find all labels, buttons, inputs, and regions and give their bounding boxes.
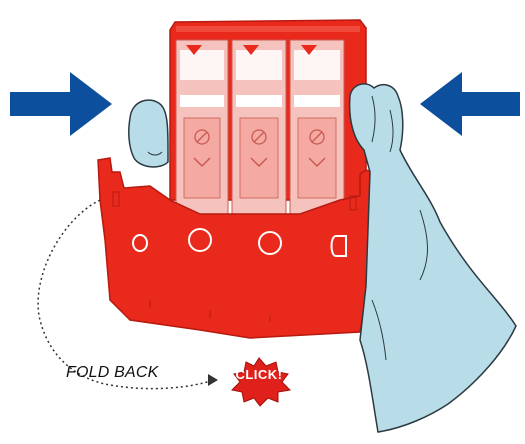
right-glove-hand <box>348 83 517 433</box>
cartridge-middle <box>231 39 287 221</box>
left-glove-thumb <box>128 99 169 168</box>
cartridge-right <box>289 39 345 221</box>
holder-front-flap <box>97 157 373 339</box>
left-press-arrow-icon <box>10 72 112 136</box>
click-starburst-icon <box>230 357 292 407</box>
fold-back-label: FOLD BACK <box>66 364 159 381</box>
fold-back-dotted-arrow <box>37 199 218 390</box>
right-press-arrow-icon <box>420 72 520 136</box>
cartridge-left <box>175 39 229 221</box>
click-label: CLICK! <box>235 367 283 382</box>
